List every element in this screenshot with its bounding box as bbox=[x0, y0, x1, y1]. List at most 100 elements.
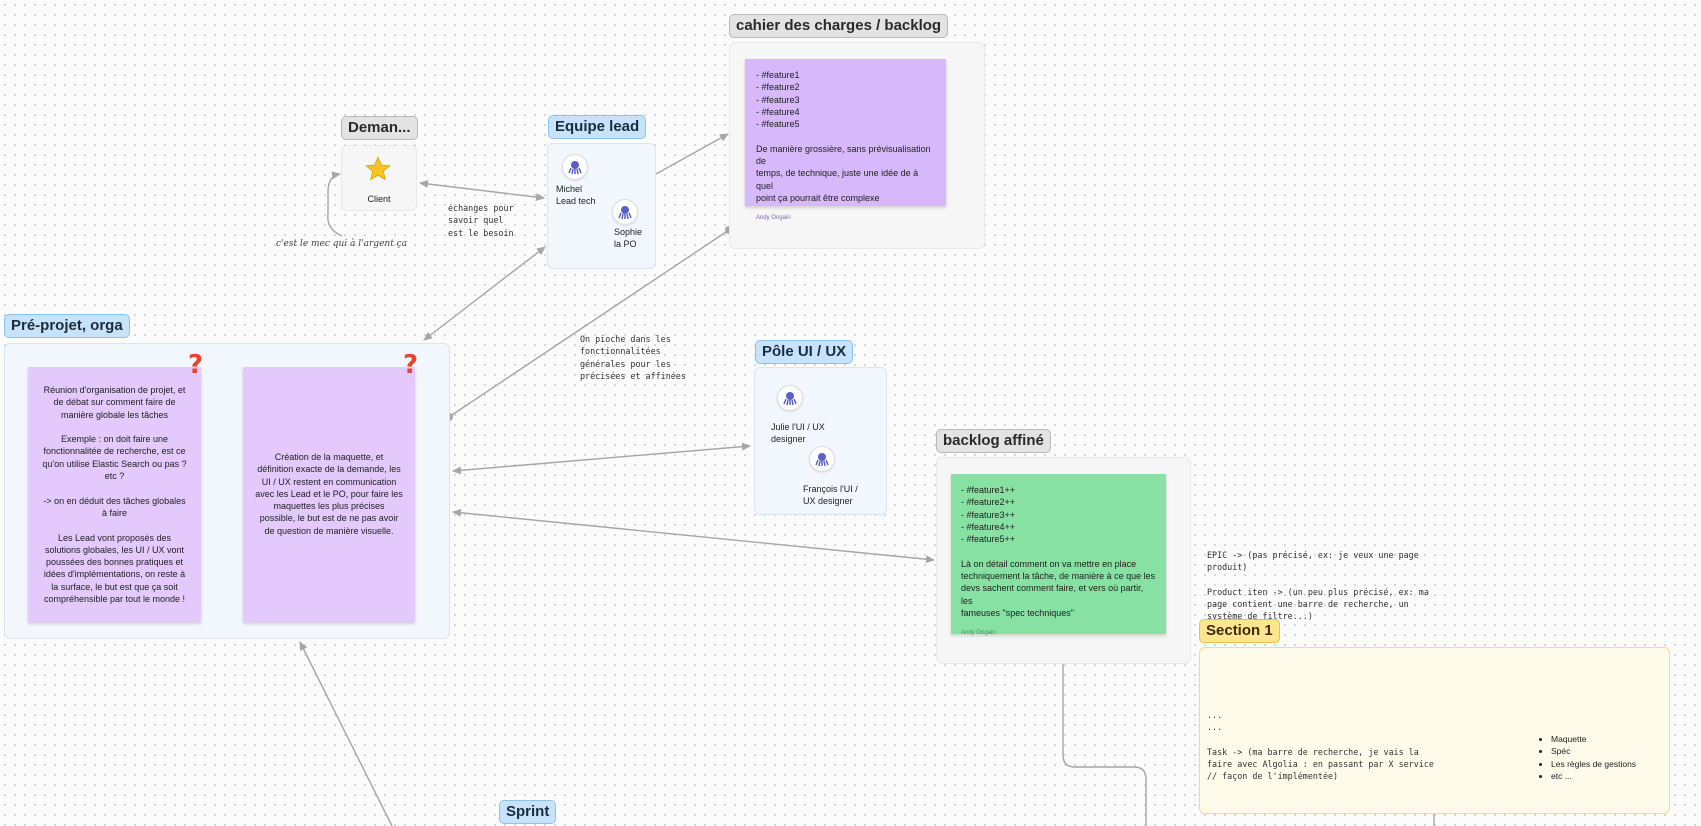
note-line: etc ? bbox=[104, 471, 125, 482]
section-affine-label[interactable]: backlog affiné bbox=[936, 429, 1051, 453]
note-line: - #feature2 bbox=[756, 82, 800, 93]
task-items-list: Maquette Spéc Les règles de gestions etc… bbox=[1537, 733, 1636, 782]
note-line: - #feature1++ bbox=[961, 485, 1016, 495]
section-preprojet-label[interactable]: Pré-projet, orga bbox=[4, 314, 130, 338]
note-line: - #feature2++ bbox=[961, 497, 1016, 508]
section-pole-label[interactable]: Pôle UI / UX bbox=[755, 340, 854, 364]
section-pole[interactable]: Julie l'UI / UX designer François l'UI /… bbox=[754, 367, 887, 515]
arrow-equipe-cahier bbox=[655, 133, 729, 175]
section-demande-label[interactable]: Deman... bbox=[341, 116, 418, 140]
note-line: avec les Lead et le PO, pour faire les bbox=[255, 488, 403, 499]
octopus-icon bbox=[568, 161, 582, 175]
note-line: à faire bbox=[101, 507, 127, 518]
note-author: Andy Ongain bbox=[756, 215, 791, 222]
person-francois: François l'UI / UX designer bbox=[803, 483, 858, 508]
note-line: qu'on utilise Elastic Search ou pas ? bbox=[42, 458, 187, 469]
note-line: possible, le but est de ne pas avoir bbox=[259, 513, 399, 524]
person-sophie: Sophie la PO bbox=[614, 226, 642, 251]
client-label: Client bbox=[367, 194, 391, 204]
question-mark-icon: ? bbox=[188, 350, 204, 380]
list-item: etc ... bbox=[1551, 770, 1636, 782]
note-line: - #feature3 bbox=[756, 94, 800, 105]
note-author: Andy Ongain bbox=[961, 630, 996, 637]
person-name: Sophie bbox=[614, 227, 643, 237]
avatar-julie[interactable] bbox=[777, 385, 803, 411]
note-line bbox=[36, 519, 193, 531]
list-item: Les règles de gestions bbox=[1551, 758, 1636, 770]
note-line: De manière grossière, sans prévisualisat… bbox=[756, 143, 931, 167]
note-line: Exemple : on doit faire une bbox=[60, 434, 169, 445]
note-line: poussées des bonnes pratiques et bbox=[45, 557, 184, 568]
note-line: Les Lead vont proposés des bbox=[57, 532, 172, 543]
note-line: -> on en déduit des tâches globales bbox=[43, 495, 186, 506]
person-name: François l'UI / bbox=[803, 484, 858, 494]
note-line bbox=[756, 130, 935, 142]
note-line: la surface, le but est que ça soit bbox=[51, 581, 178, 592]
section-equipe[interactable]: Michel Lead tech Sophie la PO bbox=[547, 143, 656, 269]
connector-affine-down bbox=[1062, 662, 1147, 826]
octopus-icon bbox=[618, 206, 632, 220]
note-line: manière globale les tâches bbox=[60, 409, 169, 420]
note-line: maquettes les plus précises bbox=[273, 501, 385, 512]
section-cahier-label[interactable]: cahier des charges / backlog bbox=[729, 14, 949, 38]
section-1-label[interactable]: Section 1 bbox=[1199, 619, 1280, 643]
sticky-note-maquette[interactable]: Création de la maquette, et définition e… bbox=[243, 367, 415, 622]
note-line: définition exacte de la demande, les bbox=[257, 464, 401, 475]
star-icon bbox=[364, 155, 392, 183]
octopus-icon bbox=[783, 392, 797, 406]
note-line: techniquement la tâche, de manière à ce … bbox=[961, 571, 1156, 582]
note-line: point ça pourrait être complexe bbox=[756, 192, 880, 203]
section-equipe-label[interactable]: Equipe lead bbox=[548, 115, 647, 139]
note-line bbox=[961, 545, 1156, 557]
text-echanges: échanges pour savoir quel est le besoin bbox=[448, 203, 514, 238]
note-line: fameuses "spec techniques" bbox=[961, 607, 1074, 618]
section-demande[interactable]: Client bbox=[341, 145, 417, 211]
person-julie: Julie l'UI / UX designer bbox=[771, 421, 825, 446]
text-task: ... ... Task -> (ma barre de recherche, … bbox=[1207, 710, 1434, 782]
person-name: Michel bbox=[556, 184, 583, 194]
note-line: - #feature4++ bbox=[961, 521, 1016, 532]
note-line: - #feature5++ bbox=[961, 534, 1016, 545]
person-name: Julie l'UI / UX bbox=[771, 422, 825, 432]
person-michel: Michel Lead tech bbox=[556, 183, 596, 208]
note-line bbox=[36, 421, 193, 433]
sticky-note-cahier[interactable]: - #feature1 - #feature2 - #feature3 - #f… bbox=[745, 59, 946, 221]
note-line: Là on détail comment on va mettre en pla… bbox=[961, 558, 1137, 569]
list-item: Spéc bbox=[1551, 745, 1636, 757]
note-line: - #feature4 bbox=[756, 106, 800, 117]
arrow-preprojet-affine bbox=[452, 508, 935, 564]
sticky-note-reunion[interactable]: Réunion d'organisation de projet, et de … bbox=[28, 367, 201, 622]
note-line: de question de manière visuelle. bbox=[264, 525, 394, 536]
note-line: Création de la maquette, et bbox=[274, 452, 384, 462]
question-mark-icon: ? bbox=[403, 350, 419, 380]
arrow-preprojet-pole bbox=[452, 442, 751, 475]
note-line: solutions globales, les UI / UX vont bbox=[44, 544, 185, 555]
note-line: - #feature3++ bbox=[961, 509, 1016, 520]
arrow-client-equipe bbox=[419, 179, 545, 202]
avatar-michel[interactable] bbox=[562, 154, 588, 180]
section-1[interactable] bbox=[1199, 647, 1670, 814]
arrow-equipe-preprojet bbox=[423, 246, 546, 341]
section-sprint-label[interactable]: Sprint bbox=[499, 800, 557, 824]
note-line: de débat sur comment faire de bbox=[53, 397, 176, 408]
list-item: Maquette bbox=[1551, 733, 1636, 745]
person-role: la PO bbox=[614, 239, 637, 250]
arrow-sprint-preprojet bbox=[299, 641, 393, 826]
note-line: - #feature5 bbox=[756, 119, 800, 130]
person-role: UX designer bbox=[803, 496, 853, 507]
note-line: Réunion d'organisation de projet, et bbox=[43, 385, 186, 395]
note-line: temps, de technique, juste une idée de à… bbox=[756, 168, 919, 191]
client-annotation: c'est le mec qui à l'argent ça bbox=[276, 239, 408, 249]
sticky-note-affine[interactable]: - #feature1++ - #feature2++ - #feature3+… bbox=[951, 474, 1166, 636]
avatar-francois[interactable] bbox=[809, 446, 835, 472]
note-line: compréhensible par tout le monde ! bbox=[43, 594, 186, 605]
person-role: designer bbox=[771, 434, 806, 445]
person-role: Lead tech bbox=[556, 196, 596, 207]
text-epic: EPIC -> (pas précisé, ex: je veux une pa… bbox=[1207, 550, 1429, 622]
avatar-sophie[interactable] bbox=[612, 199, 638, 225]
octopus-icon bbox=[815, 453, 829, 467]
note-line bbox=[36, 482, 193, 494]
arrow-preprojet-cahier bbox=[448, 229, 730, 418]
note-line: - #feature1 bbox=[756, 70, 800, 80]
note-line: UI / UX restent en communication bbox=[261, 476, 397, 487]
